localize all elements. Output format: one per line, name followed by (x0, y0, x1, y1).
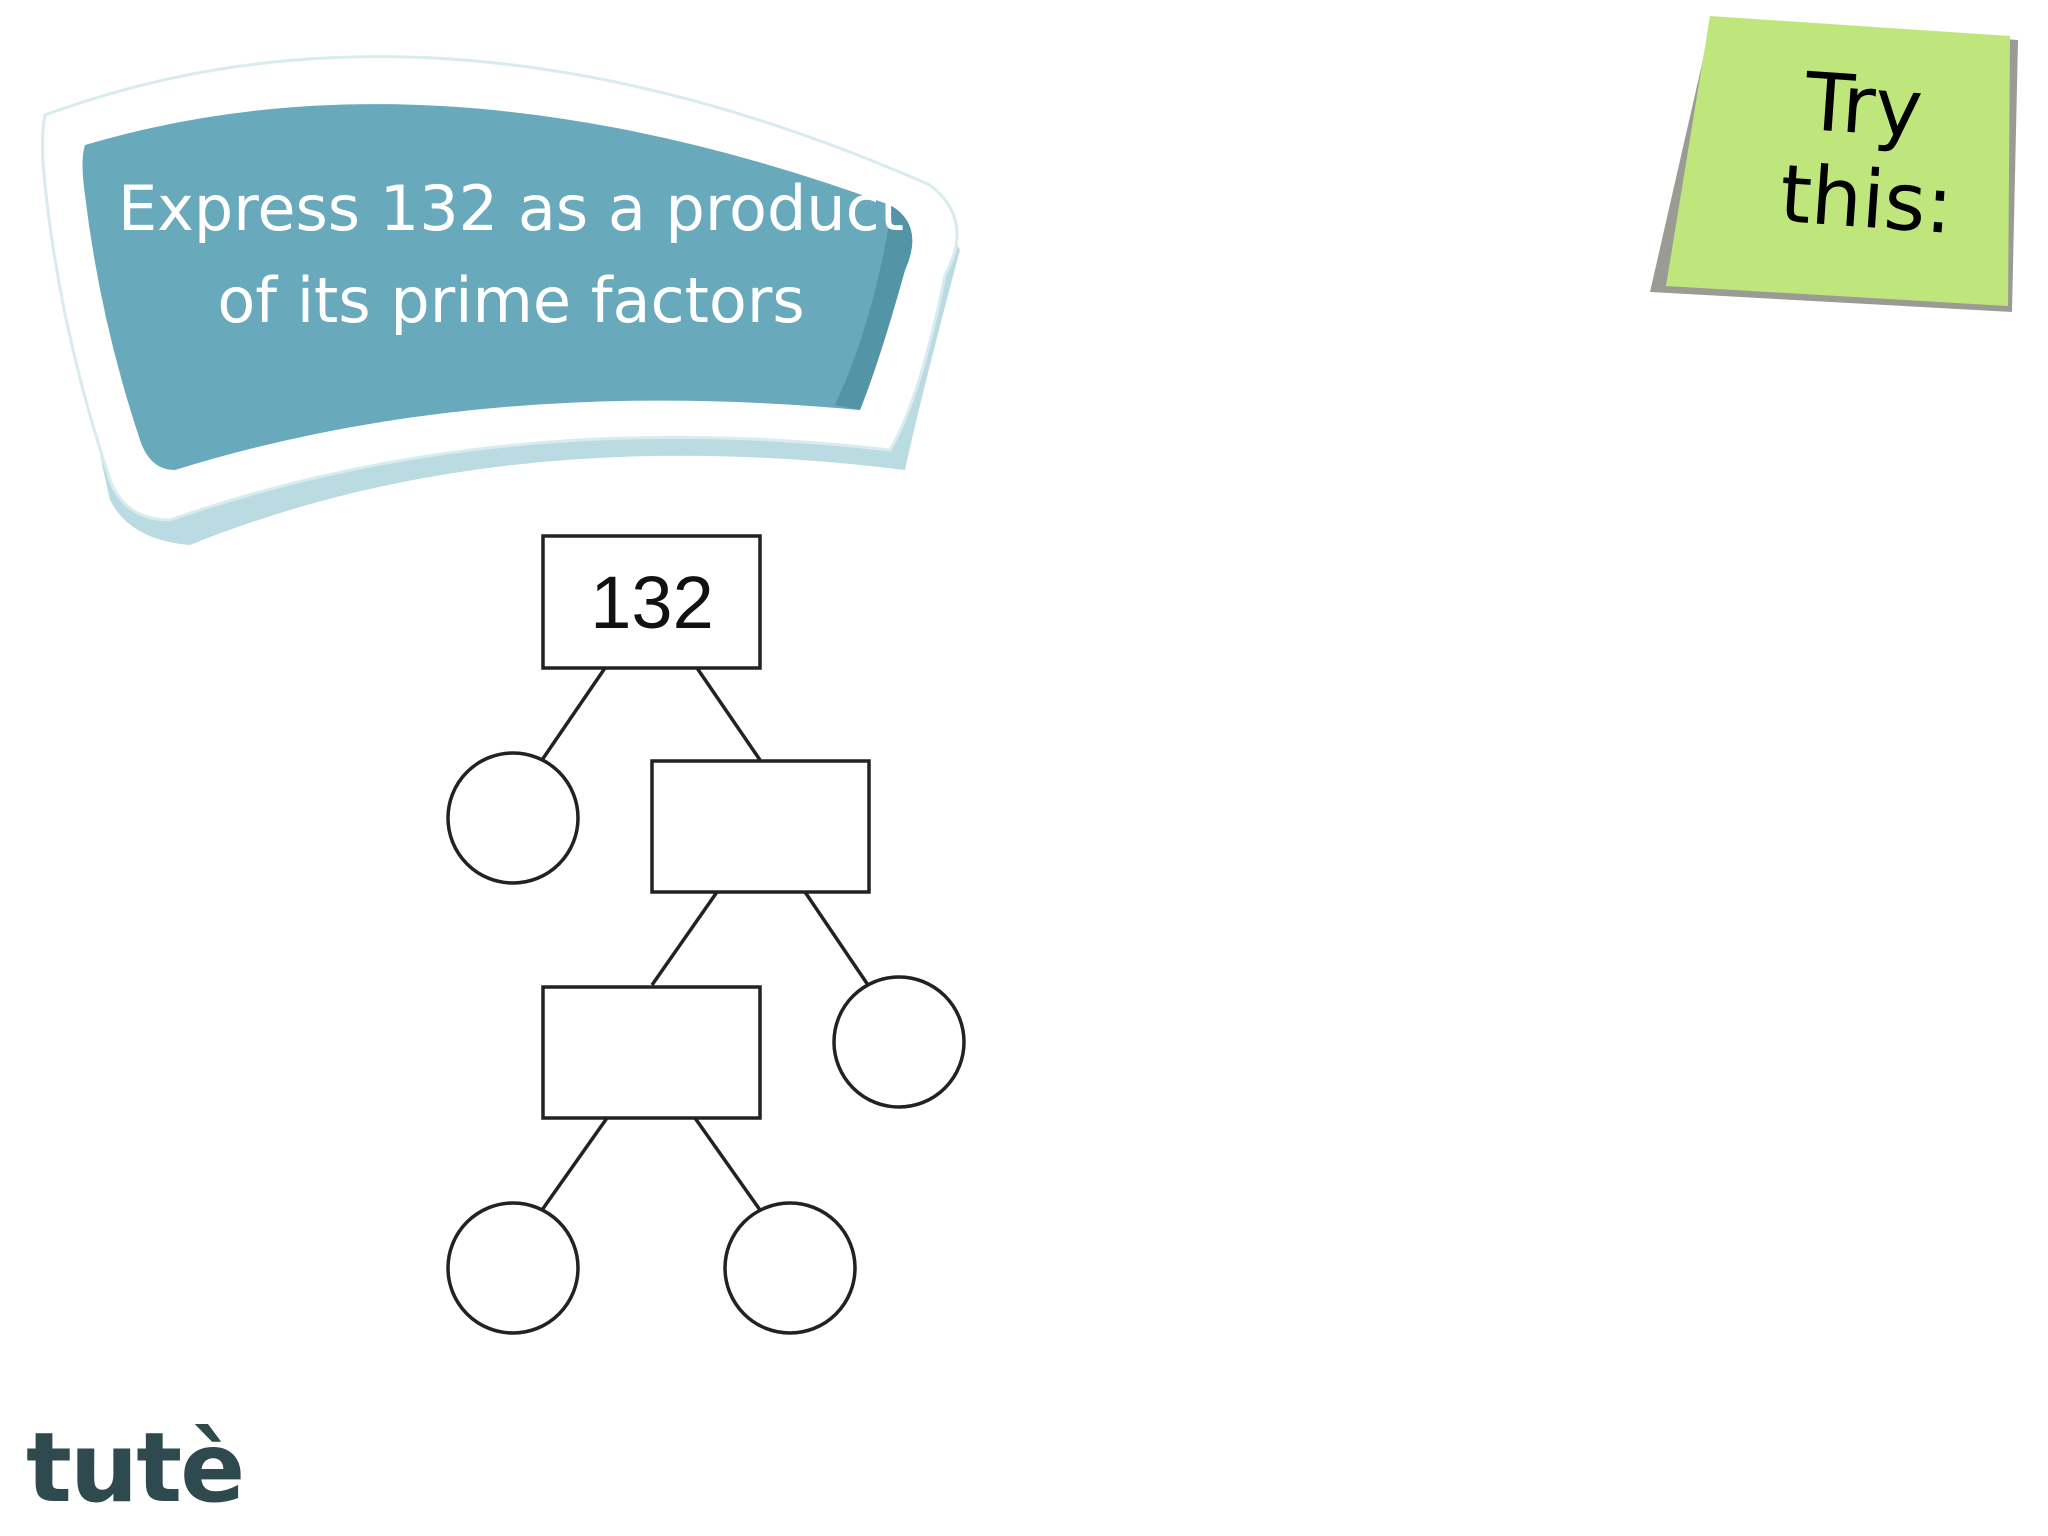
root-box (541, 534, 762, 670)
connector-low-right (693, 1116, 762, 1212)
connector-root-right (695, 667, 762, 761)
banner-edge-shade (835, 205, 913, 410)
banner-body (82, 104, 913, 471)
connector-low-left (540, 1116, 609, 1212)
tute-logo: tutè (26, 1412, 245, 1524)
blank-box-2[interactable] (541, 985, 762, 1120)
sticky-note (1650, 16, 2018, 312)
blank-circle-2[interactable] (832, 975, 966, 1109)
connector-mid-right (803, 891, 870, 986)
connector-root-left (540, 667, 607, 761)
blank-box-1[interactable] (650, 759, 871, 894)
connector-mid-left (650, 890, 719, 987)
question-line-1: Express 132 as a product (117, 172, 905, 245)
blank-circle-3[interactable] (446, 1201, 580, 1335)
sticky-note-paper (1666, 16, 2010, 306)
root-number: 132 (590, 561, 714, 644)
question-banner (41, 55, 960, 546)
blank-circle-4[interactable] (723, 1201, 857, 1335)
question-line-2: of its prime factors (217, 264, 805, 337)
blank-circle-1 (446, 751, 580, 885)
